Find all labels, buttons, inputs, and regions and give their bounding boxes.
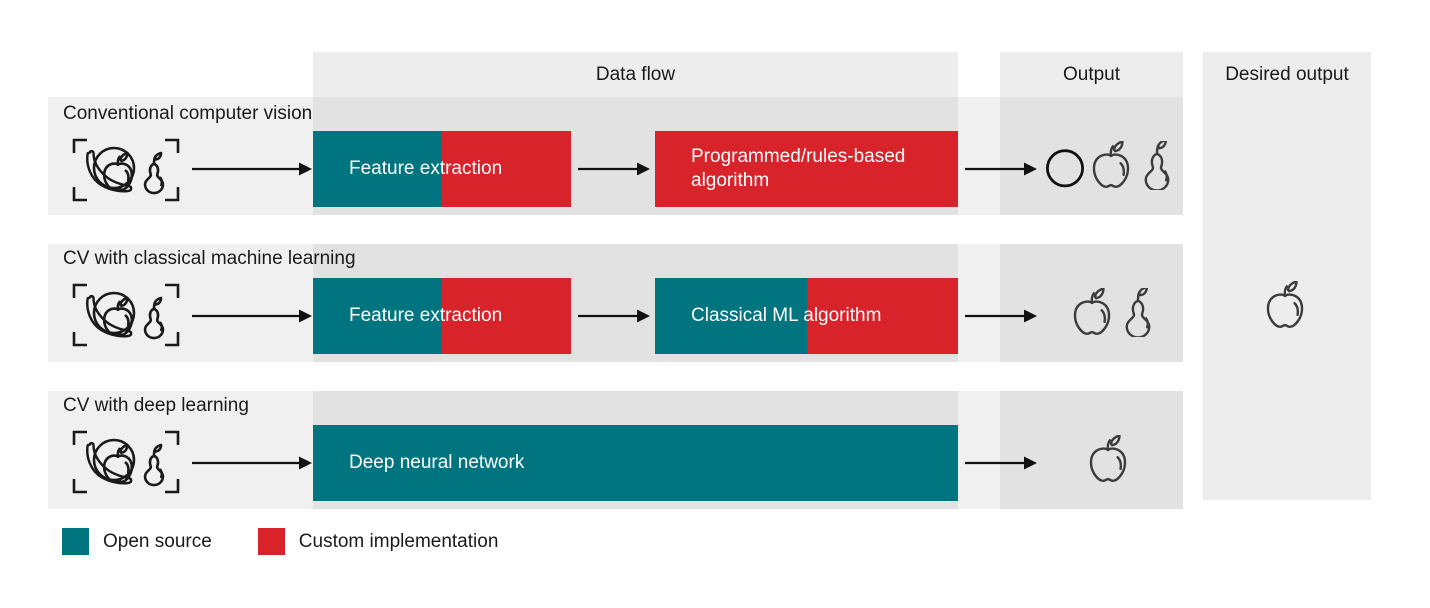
process-box-feature-extraction[interactable]: Feature extraction bbox=[313, 278, 571, 354]
legend-label-open-source: Open source bbox=[103, 530, 212, 552]
desired-output-apple-icon bbox=[1263, 280, 1307, 335]
process-box-fill-teal bbox=[313, 131, 443, 207]
output-icon-group bbox=[1070, 285, 1160, 342]
output-header-band bbox=[1000, 52, 1183, 97]
fruit-bracket-icon bbox=[66, 428, 186, 496]
flow-arrow bbox=[192, 160, 312, 176]
process-box-fill-red bbox=[442, 278, 571, 354]
column-header-desired-output: Desired output bbox=[1225, 64, 1349, 85]
process-box-programmed-rules-based-algorithm[interactable]: Programmed/rules-based algorithm bbox=[655, 131, 958, 207]
process-box-fill-teal bbox=[655, 278, 807, 354]
legend-swatch-custom-implementation bbox=[257, 528, 285, 555]
flow-arrow bbox=[192, 307, 312, 323]
row-label-conventional-computer-vision: Conventional computer vision bbox=[63, 103, 313, 124]
process-box-label: Programmed/rules-based algorithm bbox=[691, 146, 906, 191]
process-box-fill-teal bbox=[313, 278, 443, 354]
legend-label-custom-implementation: Custom implementation bbox=[298, 530, 499, 552]
flow-arrow bbox=[578, 160, 650, 176]
desired-output-column-band bbox=[1203, 52, 1371, 500]
process-box-fill-red bbox=[806, 278, 958, 354]
row-label-cv-with-classical-machine-learning: CV with classical machine learning bbox=[63, 248, 356, 269]
fruit-bracket-icon bbox=[66, 136, 186, 204]
process-box-label: Feature extraction bbox=[349, 158, 503, 180]
circle-icon bbox=[1043, 141, 1087, 195]
process-box-fill-red bbox=[655, 131, 958, 207]
legend-item-open-source: Open source bbox=[62, 528, 212, 555]
data-flow-header-band bbox=[313, 52, 958, 97]
flow-arrow bbox=[965, 307, 1037, 323]
apple-icon bbox=[1263, 280, 1307, 335]
process-box-fill-teal bbox=[313, 425, 958, 501]
apple-icon bbox=[1086, 434, 1130, 489]
flow-arrow bbox=[192, 454, 312, 470]
process-box-label: Deep neural network bbox=[349, 452, 525, 474]
column-header-data-flow: Data flow bbox=[595, 64, 676, 85]
output-column-overlay bbox=[1000, 391, 1183, 509]
flow-arrow bbox=[965, 160, 1037, 176]
legend-swatch-open-source bbox=[62, 528, 89, 555]
output-icon-group bbox=[1043, 138, 1179, 195]
legend: Open source Custom implementation bbox=[62, 528, 498, 555]
process-box-feature-extraction[interactable]: Feature extraction bbox=[313, 131, 571, 207]
apple-icon bbox=[1070, 287, 1114, 342]
flow-arrow bbox=[578, 307, 650, 323]
process-box-fill-red bbox=[442, 131, 571, 207]
process-box-classical-ml-algorithm[interactable]: Classical ML algorithm bbox=[655, 278, 958, 354]
apple-icon bbox=[1089, 140, 1133, 195]
fruit-bracket-icon bbox=[66, 281, 186, 349]
pear-icon bbox=[1135, 138, 1179, 195]
output-icon-group bbox=[1086, 434, 1130, 489]
process-box-label: Feature extraction bbox=[349, 305, 503, 327]
row-label-cv-with-deep-learning: CV with deep learning bbox=[63, 395, 249, 416]
process-box-label: Classical ML algorithm bbox=[691, 305, 882, 327]
flow-arrow bbox=[965, 454, 1037, 470]
legend-item-custom-implementation: Custom implementation bbox=[257, 528, 499, 555]
column-header-output: Output bbox=[1062, 64, 1121, 85]
process-box-deep-neural-network[interactable]: Deep neural network bbox=[313, 425, 958, 501]
pear-icon bbox=[1116, 285, 1160, 342]
